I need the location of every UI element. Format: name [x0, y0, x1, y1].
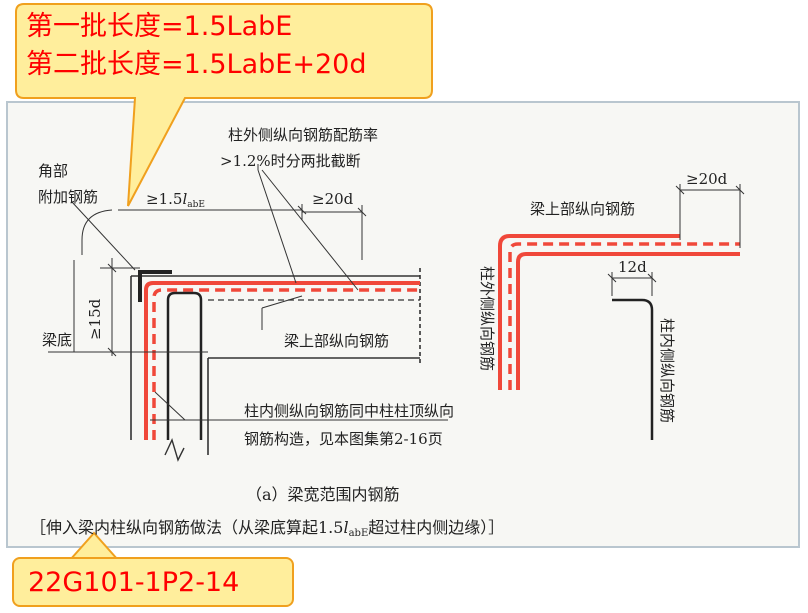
ratio-note-2: >1.2%时分两批截断 — [220, 152, 361, 170]
col-outer-rebar-label: 柱外侧纵向钢筋 — [478, 266, 496, 371]
dim-15d: ≥15d — [86, 298, 104, 340]
inner-note-2: 钢筋构造，见本图集第2-16页 — [244, 430, 443, 448]
code-badge: 22G101-1P2-14 — [12, 557, 294, 607]
dimension-lines-right — [607, 184, 745, 296]
callout-line-2: 第二批长度=1.5LabE+20d — [26, 49, 367, 80]
col-inner-rebar-label: 柱内侧纵向钢筋 — [658, 318, 676, 423]
callout-line-1: 第一批长度=1.5LabE — [26, 11, 293, 42]
code-badge-pointer — [67, 531, 121, 561]
code-badge-text: 22G101-1P2-14 — [28, 567, 240, 598]
corner-rebar-label-1: 角部 — [38, 162, 68, 180]
dim-20d-right: ≥20d — [686, 170, 728, 188]
dimension-lines-left — [48, 164, 448, 421]
break-mark — [164, 438, 185, 462]
dim-1-5labe: ≥1.5labE — [146, 190, 205, 210]
figure-caption: （a）梁宽范围内钢筋 — [246, 485, 400, 504]
column-outer-rebar-left-dashed — [152, 288, 420, 440]
beam-top-rebar-label-left: 梁上部纵向钢筋 — [284, 332, 389, 350]
column-inner-rebar — [166, 291, 420, 440]
inner-note-1: 柱内侧纵向钢筋同中柱柱顶纵向 — [244, 402, 454, 420]
corner-additional-rebar — [138, 270, 172, 302]
beam-bottom-label: 梁底 — [42, 331, 72, 349]
dim-20d-left: ≥20d — [312, 190, 354, 208]
ratio-note-1: 柱外侧纵向钢筋配筋率 — [228, 126, 378, 144]
right-detail-rebars — [498, 234, 740, 440]
column-outer-rebar-left — [144, 281, 420, 440]
beam-top-rebar-label-right: 梁上部纵向钢筋 — [530, 200, 635, 218]
figure-subcaption: ［伸入梁内柱纵向钢筋做法（从梁底算起1.5labE超过柱内侧边缘）］ — [30, 518, 504, 539]
dim-12d: 12d — [618, 258, 647, 276]
column-outline — [130, 268, 421, 455]
corner-rebar-label-2: 附加钢筋 — [38, 188, 98, 206]
callout-bubble — [15, 3, 433, 207]
